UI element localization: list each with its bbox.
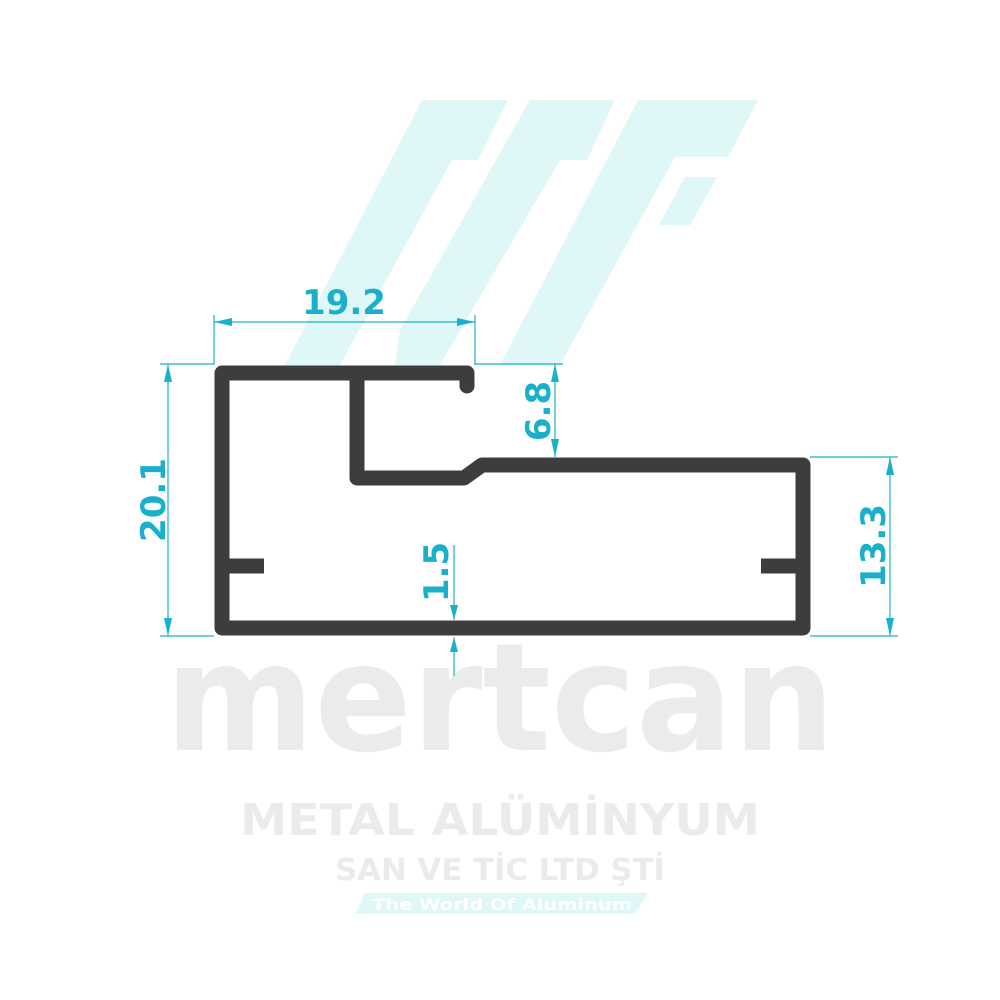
profile-outer-body	[214, 365, 811, 636]
watermark-logo	[285, 100, 758, 365]
tagline-banner	[355, 893, 648, 914]
dim-wall-thickness: 1.5	[417, 542, 457, 602]
logo-stripe-4	[659, 177, 717, 225]
watermark-line2: SAN VE TİC LTD ŞTİ	[335, 852, 665, 888]
logo-stripe-1	[285, 100, 508, 365]
dim-top-width: 19.2	[302, 283, 386, 323]
dim-slot-depth: 6.8	[519, 381, 559, 441]
aluminum-profile	[214, 365, 811, 636]
watermark-brand: mertcan	[165, 612, 835, 786]
dimension-lines	[160, 315, 898, 676]
dim-total-height: 20.1	[134, 458, 174, 542]
logo-stripe-3	[500, 100, 758, 365]
watermark-tagline: The World Of Aluminum	[372, 895, 632, 914]
dim-right-height: 13.3	[854, 504, 894, 588]
watermark-line1: METAL ALÜMİNYUM	[240, 793, 760, 846]
logo-stripe-2	[395, 100, 615, 365]
